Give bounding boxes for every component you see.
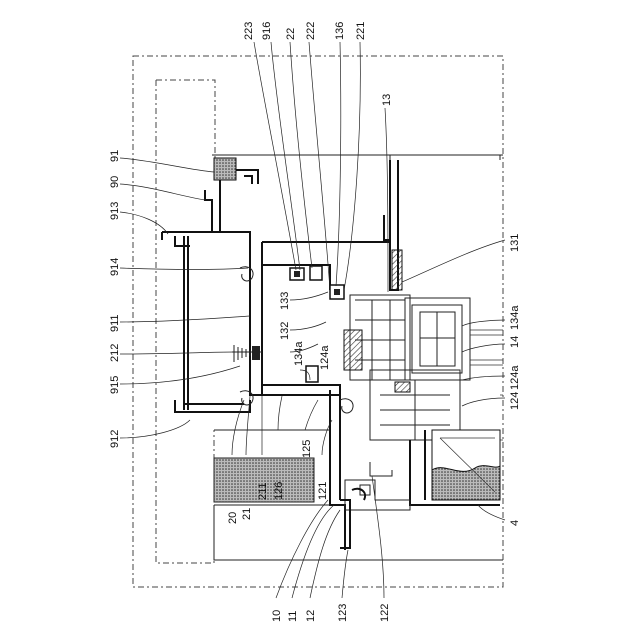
label-11: 11 — [287, 611, 299, 622]
sash-top-22 — [262, 242, 390, 290]
label-132: 132 — [279, 322, 291, 340]
hidden-outline — [156, 80, 215, 563]
label-124a-right: 124a — [509, 365, 521, 390]
label-913: 913 — [109, 202, 121, 220]
top-gasket — [236, 170, 258, 184]
glass-frame-14 — [405, 298, 470, 380]
label-222: 222 — [305, 22, 317, 40]
fastener-124a — [306, 366, 318, 382]
label-13: 13 — [381, 94, 393, 106]
drain-122 — [370, 462, 392, 476]
fastener-223-core — [294, 271, 300, 277]
label-22: 22 — [285, 28, 297, 40]
label-122: 122 — [379, 604, 391, 622]
label-121: 121 — [317, 482, 329, 500]
mullion-cap-131 — [392, 250, 402, 290]
leader-lines — [120, 42, 505, 598]
label-911: 911 — [109, 314, 121, 332]
label-221: 221 — [355, 22, 367, 40]
fastener-136-core — [334, 289, 340, 295]
label-125: 125 — [301, 440, 313, 458]
label-134a-right: 134a — [509, 305, 521, 330]
hook-lower — [240, 391, 253, 405]
label-211: 211 — [257, 482, 269, 500]
bottom-rail-122 — [345, 480, 410, 510]
label-131: 131 — [509, 234, 521, 252]
frame-wall-911 — [184, 236, 188, 410]
label-212: 212 — [109, 344, 121, 362]
bottom-clip-123 — [340, 489, 365, 548]
label-134a-left: 134a — [293, 341, 305, 366]
hook-upper — [240, 267, 253, 281]
seal-block-916 — [214, 158, 236, 180]
screw-head — [252, 346, 260, 360]
profile-10 — [330, 390, 345, 550]
label-91: 91 — [109, 150, 121, 162]
label-21: 21 — [241, 508, 253, 520]
glass-panel-wave — [432, 466, 500, 500]
label-126: 126 — [273, 482, 285, 500]
label-20: 20 — [227, 512, 239, 524]
label-123: 123 — [337, 604, 349, 622]
label-124: 124 — [509, 392, 521, 410]
label-914: 914 — [109, 258, 121, 276]
label-915: 915 — [109, 376, 121, 394]
frame-912 — [175, 400, 250, 412]
sash-21 — [250, 242, 262, 395]
outer-frame-90 — [205, 180, 220, 232]
label-136: 136 — [334, 22, 346, 40]
frame-913 — [162, 232, 250, 246]
sash-base-126 — [262, 385, 340, 395]
label-223: 223 — [243, 22, 255, 40]
label-14: 14 — [509, 336, 521, 348]
hardware-hatch — [344, 330, 362, 370]
label-133: 133 — [279, 292, 291, 310]
label-4: 4 — [509, 520, 521, 526]
label-124a-left: 124a — [319, 345, 331, 370]
label-10: 10 — [271, 610, 283, 622]
lower-sash-hatch — [395, 382, 410, 392]
label-90: 90 — [109, 176, 121, 188]
label-916: 916 — [261, 22, 273, 40]
label-912: 912 — [109, 430, 121, 448]
label-12: 12 — [305, 610, 317, 622]
hook-right — [340, 399, 353, 413]
fastener-222 — [310, 266, 322, 280]
